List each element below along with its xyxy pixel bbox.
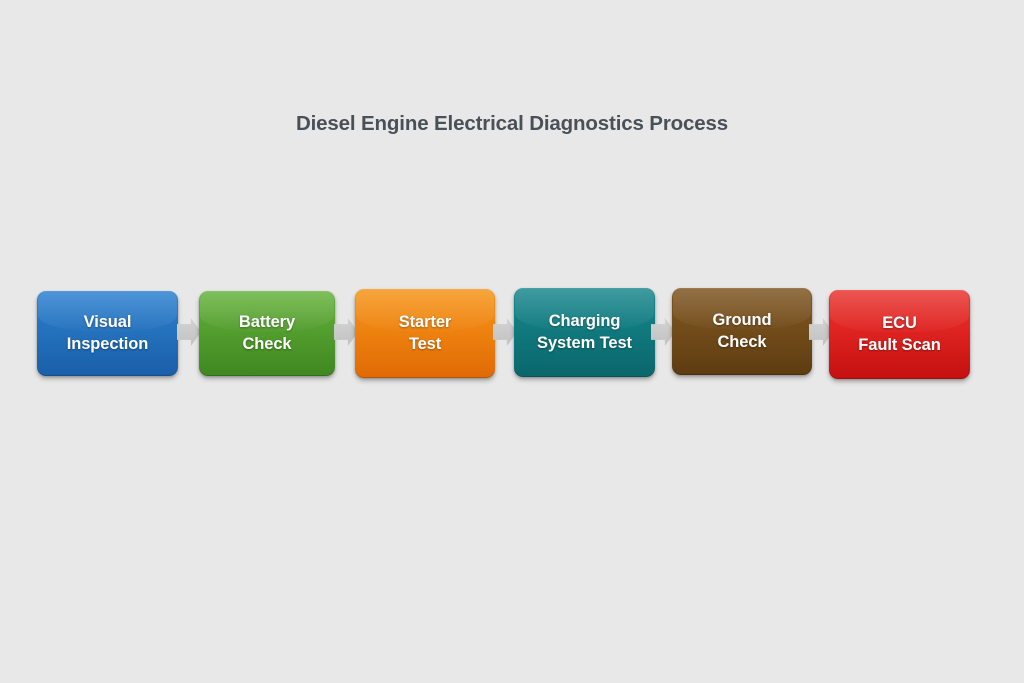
process-step-visual-inspection[interactable]: Visual Inspection	[37, 291, 178, 376]
process-step-label-line1: Ground	[712, 310, 772, 329]
process-step-label: Battery Check	[207, 312, 327, 356]
process-flow-row: Visual Inspection Battery Check Starter …	[37, 286, 987, 386]
process-step-label-line1: Starter	[398, 312, 452, 331]
process-step-ecu-fault-scan[interactable]: ECU Fault Scan	[829, 290, 970, 379]
process-step-charging-system-test[interactable]: Charging System Test	[514, 288, 655, 377]
process-step-label: Ground Check	[680, 310, 804, 354]
process-step-label: ECU Fault Scan	[837, 313, 962, 357]
process-step-ground-check[interactable]: Ground Check	[672, 288, 812, 375]
process-step-label-line1: Battery	[238, 312, 296, 331]
process-step-label-line2: Check	[242, 334, 292, 353]
process-step-label: Starter Test	[363, 312, 487, 356]
process-step-battery-check[interactable]: Battery Check	[199, 291, 335, 376]
process-step-label: Charging System Test	[522, 311, 647, 355]
process-step-label-line2: Check	[717, 332, 767, 351]
page-title: Diesel Engine Electrical Diagnostics Pro…	[295, 112, 729, 135]
process-step-label-line1: Visual	[83, 312, 132, 331]
process-step-label-line1: Charging	[548, 311, 621, 330]
process-step-label-line1: ECU	[882, 313, 917, 332]
arrow-right-icon	[177, 318, 201, 346]
process-step-label-line2: Fault Scan	[858, 335, 941, 354]
process-step-label-line2: System Test	[537, 333, 632, 352]
process-step-starter-test[interactable]: Starter Test	[355, 289, 495, 378]
process-step-label: Visual Inspection	[45, 312, 170, 356]
process-step-label-line2: Inspection	[66, 334, 149, 353]
process-step-label-line2: Test	[408, 334, 442, 353]
